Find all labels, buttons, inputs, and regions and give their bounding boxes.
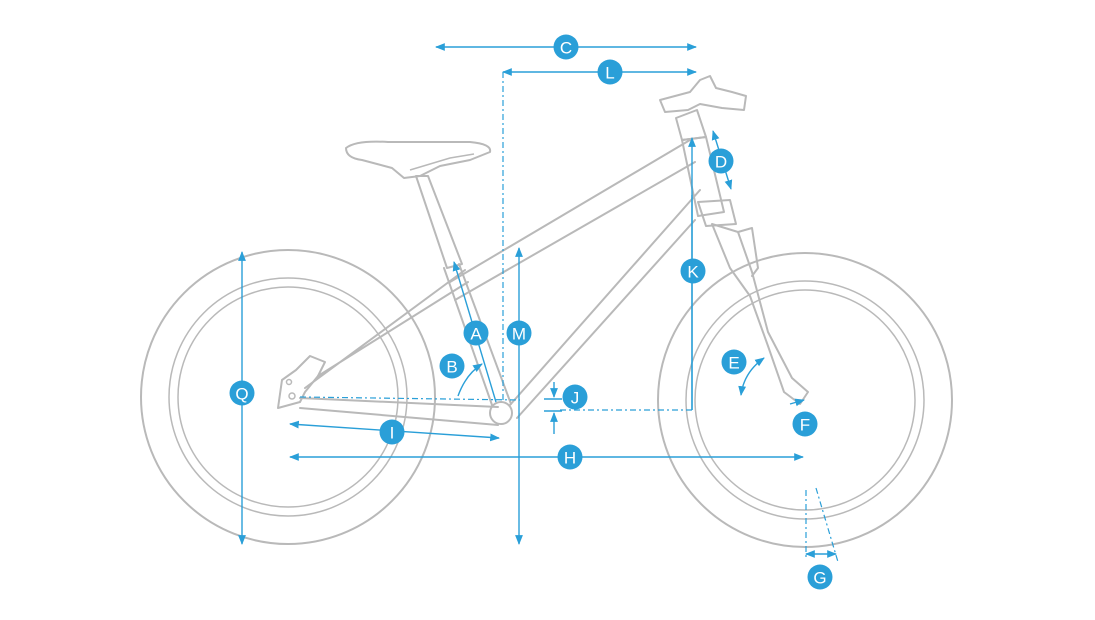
- label-e: E: [721, 349, 747, 375]
- label-a: A: [463, 320, 489, 346]
- svg-text:E: E: [728, 354, 739, 373]
- label-h: H: [557, 444, 583, 470]
- chain-stay: [299, 397, 499, 426]
- svg-text:L: L: [605, 64, 614, 83]
- bottom-bracket: [489, 401, 513, 425]
- fork-legs: [711, 223, 809, 405]
- front-wheel: [657, 252, 953, 548]
- rear-dropout: [277, 355, 326, 409]
- svg-text:Q: Q: [235, 385, 248, 404]
- label-d: D: [708, 148, 734, 174]
- top-tube: [449, 139, 696, 301]
- svg-text:D: D: [715, 153, 727, 172]
- label-m: M: [506, 320, 532, 346]
- down-tube: [509, 189, 701, 419]
- stem: [675, 109, 707, 141]
- label-k: K: [680, 258, 706, 284]
- svg-text:M: M: [512, 325, 526, 344]
- dimension-f-line: [789, 398, 805, 407]
- handlebar: [659, 75, 747, 113]
- label-f: F: [792, 411, 818, 437]
- rear-wheel: [140, 249, 436, 545]
- svg-text:C: C: [560, 39, 572, 58]
- svg-text:F: F: [800, 416, 810, 435]
- svg-text:B: B: [446, 358, 457, 377]
- svg-text:G: G: [813, 569, 826, 588]
- svg-text:H: H: [564, 449, 576, 468]
- svg-text:J: J: [571, 389, 580, 408]
- svg-text:I: I: [390, 424, 395, 443]
- seat-post: [415, 175, 463, 269]
- svg-text:K: K: [687, 263, 699, 282]
- dimension-lines: [238, 43, 839, 563]
- label-j: J: [562, 384, 588, 410]
- dimension-e-arc: [738, 357, 765, 396]
- svg-text:A: A: [470, 325, 482, 344]
- label-l: L: [597, 59, 623, 85]
- dimension-labels: C L D K A M B E J Q F I H G: [229, 34, 833, 590]
- seat-stay: [304, 269, 469, 389]
- label-g: G: [807, 564, 833, 590]
- bicycle-outline: [140, 75, 953, 548]
- label-i: I: [379, 419, 405, 445]
- label-c: C: [553, 34, 579, 60]
- saddle: [345, 140, 492, 179]
- dimension-b-arc: [457, 363, 483, 397]
- label-q: Q: [229, 380, 255, 406]
- fork-crown: [697, 199, 737, 227]
- label-b: B: [439, 353, 465, 379]
